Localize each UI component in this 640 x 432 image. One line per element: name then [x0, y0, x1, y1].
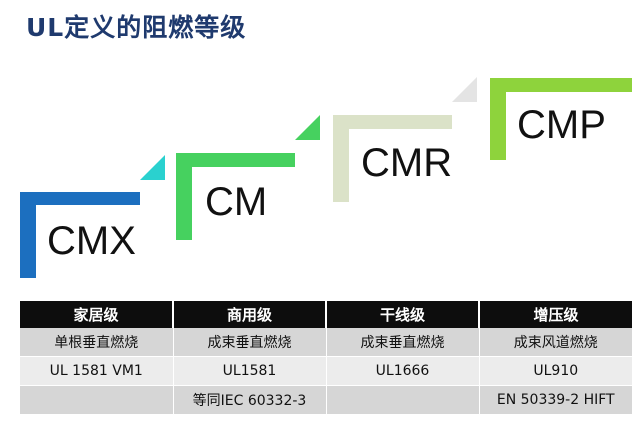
cm-label: CM	[205, 180, 268, 224]
cm-tip-triangle	[295, 115, 320, 140]
table-cell: UL1666	[326, 356, 480, 386]
cmr-tip-triangle	[452, 77, 477, 102]
table-row: 单根垂直燃烧 成束垂直燃烧 成束垂直燃烧 成束风道燃烧	[20, 328, 632, 357]
cmx-tip-triangle	[140, 155, 165, 180]
table-header-row: 家居级 商用级 干线级 增压级	[20, 301, 632, 328]
cmx-label: CMX	[47, 219, 136, 263]
fire-rating-table: 家居级 商用级 干线级 增压级 单根垂直燃烧 成束垂直燃烧 成束垂直燃烧 成束风…	[20, 301, 632, 414]
table-cell: 等同IEC 60332-3	[173, 385, 327, 414]
table-cell: EN 50339-2 HIFT	[479, 385, 632, 414]
table-cell: UL910	[479, 356, 632, 386]
steps-graphic	[20, 77, 632, 278]
cmr-label: CMR	[361, 141, 453, 185]
table-cell: 成束垂直燃烧	[326, 328, 480, 357]
table-cell	[20, 385, 174, 414]
table-cell: UL 1581 VM1	[20, 356, 174, 386]
cmr-step-bracket	[333, 115, 452, 202]
table-row: 等同IEC 60332-3 EN 50339-2 HIFT	[20, 385, 632, 414]
page-title: UL定义的阻燃等级	[26, 13, 247, 42]
table-row: UL 1581 VM1 UL1581 UL1666 UL910	[20, 356, 632, 386]
table-cell: UL1581	[173, 356, 327, 386]
header-plenum: 增压级	[479, 301, 632, 328]
table-cell	[326, 385, 480, 414]
cm-step-bracket	[176, 153, 295, 240]
table-cell: 成束风道燃烧	[479, 328, 632, 357]
grade-steps-diagram: CMX CM CMR CMP	[20, 77, 632, 278]
cmp-label: CMP	[517, 103, 606, 147]
cmp-step-bracket	[490, 78, 632, 160]
header-residential: 家居级	[20, 301, 174, 328]
table-cell: 成束垂直燃烧	[173, 328, 327, 357]
cmx-step-bracket	[20, 192, 140, 278]
header-riser: 干线级	[326, 301, 480, 328]
header-commercial: 商用级	[173, 301, 327, 328]
table-cell: 单根垂直燃烧	[20, 328, 174, 357]
